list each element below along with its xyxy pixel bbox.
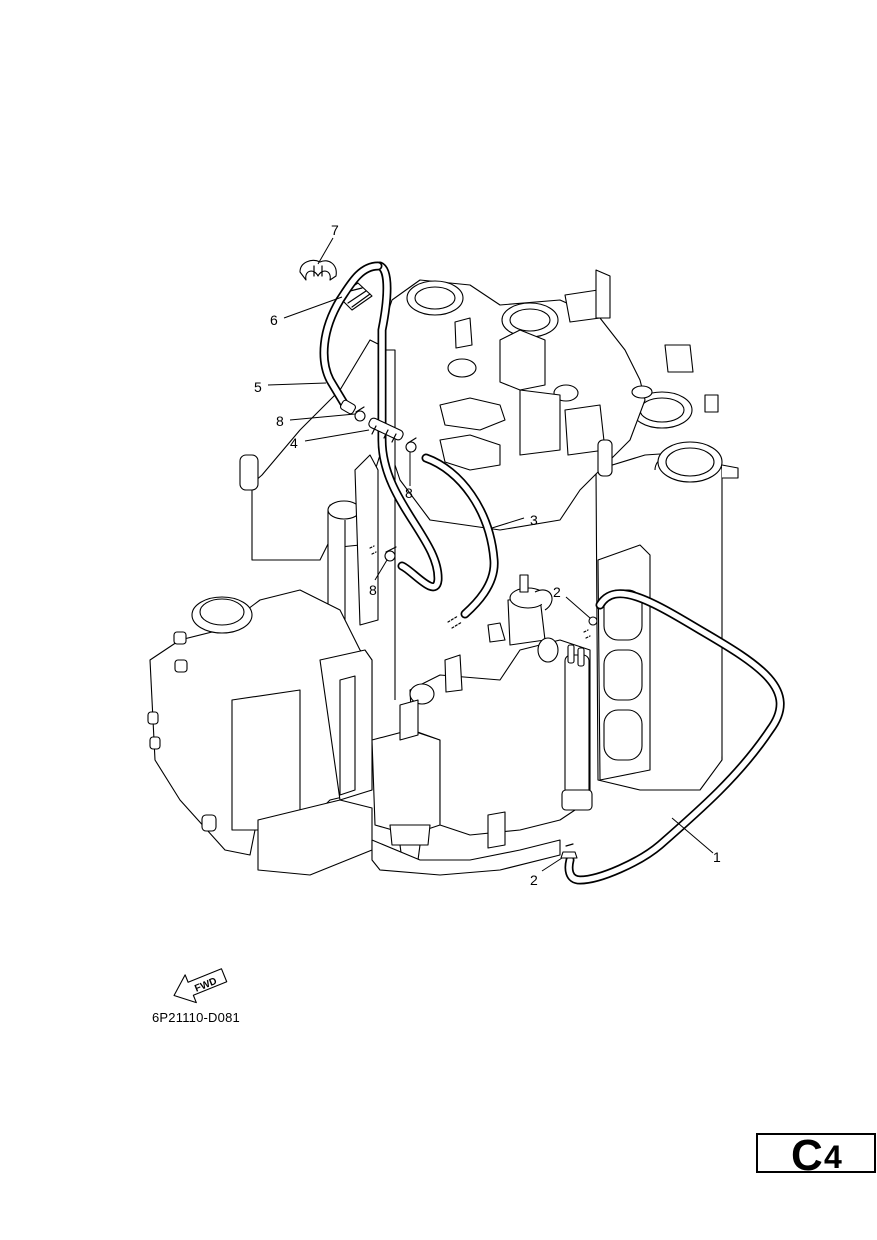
callout-8-c: 8 — [369, 582, 377, 598]
callout-5: 5 — [254, 379, 262, 395]
part-4-joint — [368, 417, 404, 443]
part-2-clip-a — [583, 616, 598, 639]
callout-1: 1 — [713, 849, 721, 865]
part-3-hose — [421, 453, 499, 629]
part-8-clip-a — [354, 406, 366, 422]
callout-2-b: 2 — [530, 872, 538, 888]
section-letter: C — [791, 1131, 823, 1180]
callout-8-b: 8 — [405, 485, 413, 501]
callout-8-a: 8 — [276, 413, 284, 429]
leader-lines — [267, 237, 714, 872]
page-index-box: C 4 — [756, 1131, 876, 1180]
engine-block-outline — [147, 269, 739, 876]
callout-7: 7 — [331, 222, 339, 238]
callout-2-a: 2 — [553, 584, 561, 600]
callout-3: 3 — [530, 512, 538, 528]
drawing-code: 6P21110-D081 — [152, 1010, 240, 1025]
fwd-arrow-icon: FWD — [173, 968, 228, 1004]
part-5-hose — [319, 261, 443, 592]
part-1-hose — [564, 589, 785, 885]
part-2-clip-b — [560, 843, 578, 859]
part-8-clip-b — [405, 437, 417, 453]
callout-6: 6 — [270, 312, 278, 328]
part-8-clip-c — [369, 545, 397, 562]
section-number: 4 — [824, 1139, 842, 1175]
callout-4: 4 — [290, 435, 298, 451]
part-7-clamp — [299, 259, 337, 281]
callout-labels: 7 6 5 8 4 8 3 8 2 1 2 — [254, 222, 721, 888]
